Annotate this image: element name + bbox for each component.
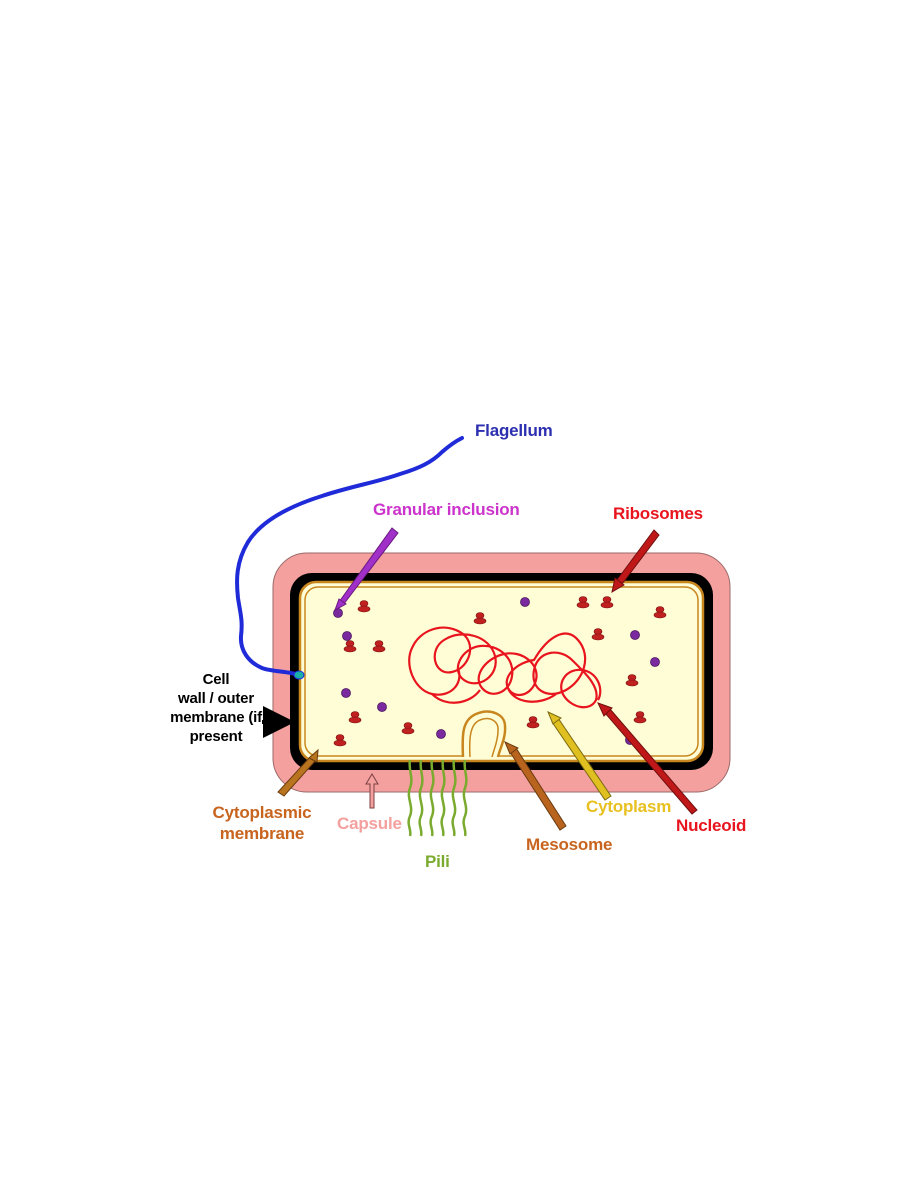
cytoplasmic-membrane-label: Cytoplasmic membrane (206, 802, 318, 844)
capsule-label: Capsule (337, 814, 402, 833)
cytoplasm-label: Cytoplasm (586, 797, 672, 816)
capsule-pointer (365, 773, 379, 809)
ribosomes-label: Ribosomes (613, 504, 703, 523)
cytoplasmic-membrane-label-line-1: Cytoplasmic (212, 803, 312, 822)
pili (407, 759, 468, 837)
granular-inclusion-label: Granular inclusion (373, 500, 520, 519)
cell-wall-label-line-2: wall / outer (178, 690, 254, 707)
ribosomes (333, 596, 667, 747)
cell-wall-label-line-3: membrane (if (170, 709, 262, 726)
nucleoid-label: Nucleoid (676, 816, 747, 835)
cell-wall-label: Cell wall / outer membrane (if present (168, 670, 264, 746)
cell-wall-label-line-1: Cell (202, 671, 230, 688)
nucleoid-dna (408, 626, 602, 709)
flagellum (235, 436, 464, 677)
flagellum-label: Flagellum (475, 421, 553, 440)
flagellum-basal-body (293, 670, 305, 680)
cytoplasmic-membrane-inner (304, 586, 699, 757)
mesosome (461, 710, 507, 758)
cell-wall-label-line-4: present (189, 728, 243, 745)
mesosome-label: Mesosome (526, 835, 613, 854)
cytoplasmic-membrane-label-line-2: membrane (219, 824, 305, 843)
pili-label: Pili (425, 852, 450, 871)
granular-inclusions (333, 597, 660, 745)
mesosome-inner (468, 717, 499, 758)
